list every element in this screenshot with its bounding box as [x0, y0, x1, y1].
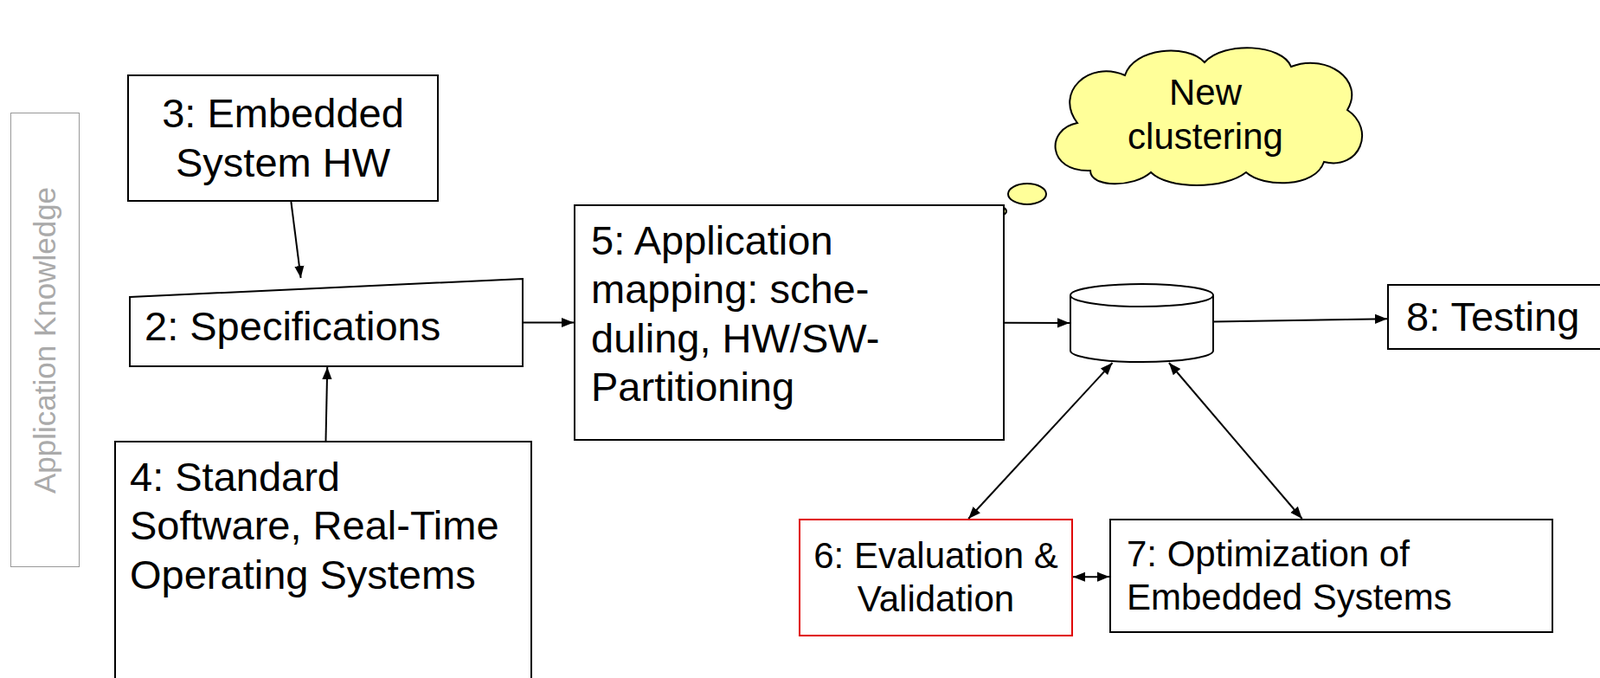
node-label: 3: Embedded System HW	[142, 89, 424, 187]
connector-arrow	[1214, 318, 1388, 322]
process-box: 2: Specifications	[128, 277, 524, 367]
connector-arrow	[325, 366, 328, 441]
side-label: Application Knowledge	[26, 186, 64, 493]
process-box: 8: Testing	[1387, 283, 1600, 350]
process-box: 5: Application mapping: sche- duling, HW…	[573, 204, 1005, 441]
connector-arrow	[1073, 575, 1110, 578]
node-label: 7: Optimization of Embedded Systems	[1126, 532, 1536, 620]
node-label: New clustering	[1107, 70, 1304, 159]
process-box: 3: Embedded System HW	[127, 74, 439, 202]
database-cylinder	[1069, 282, 1215, 363]
thought-cloud: New clustering	[1038, 40, 1373, 189]
node-label: 2: Specifications	[144, 302, 508, 351]
connector-arrow	[523, 321, 574, 324]
process-box: 7: Optimization of Embedded Systems	[1109, 518, 1554, 633]
node-label: 8: Testing	[1406, 292, 1585, 341]
node-label: 4: Standard Software, Real-Time Operatin…	[129, 452, 517, 599]
connector-arrow	[1169, 362, 1303, 519]
side-label-box: Application Knowledge	[10, 112, 80, 567]
node-label: 6: Evaluation & Validation	[812, 533, 1060, 622]
process-box: 4: Standard Software, Real-Time Operatin…	[114, 440, 533, 678]
process-box: 6: Evaluation & Validation	[798, 518, 1074, 637]
thought-bubble	[1008, 183, 1047, 205]
connector-arrow	[290, 201, 301, 278]
node-label: 5: Application mapping: sche- duling, HW…	[591, 216, 988, 412]
connector-arrow	[1004, 321, 1070, 324]
cylinder-outline	[1069, 282, 1215, 363]
cloud-outline	[1038, 40, 1373, 189]
